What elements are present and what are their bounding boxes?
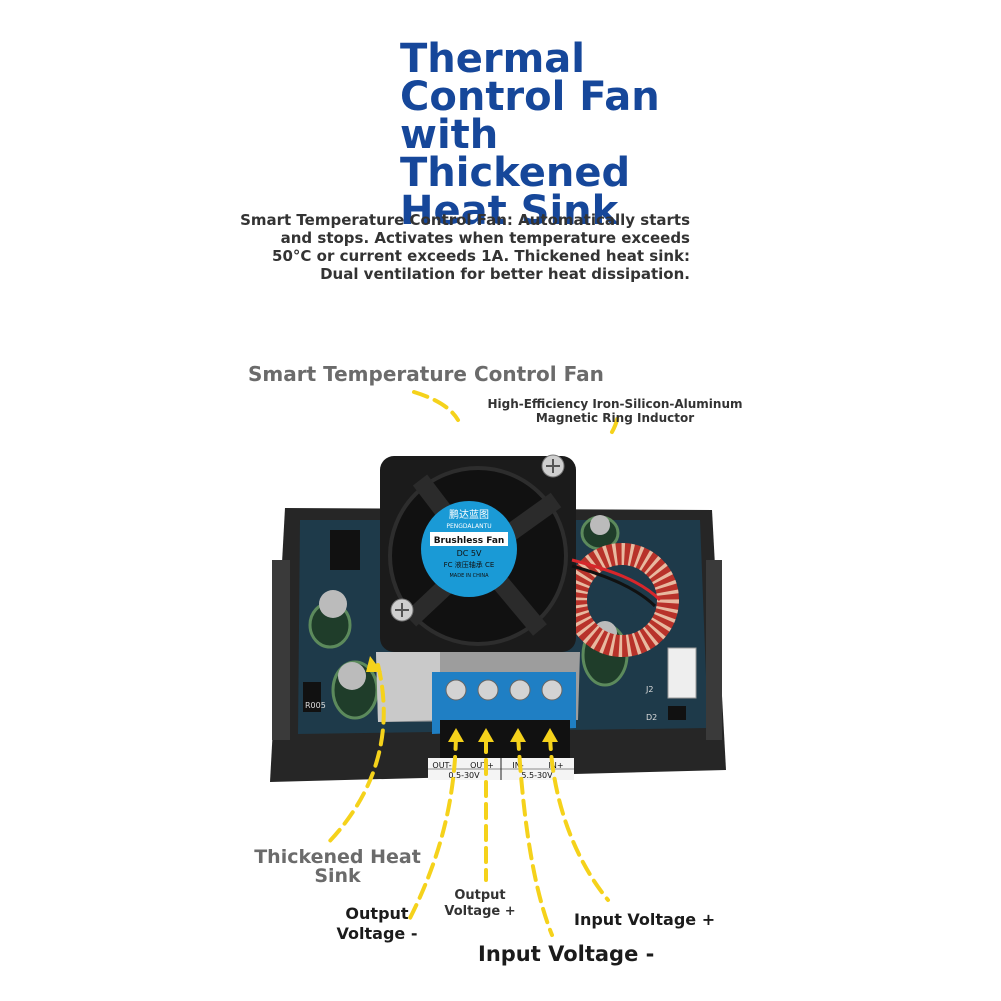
pcb-components: R005 D5 J2 D2 — [303, 515, 697, 722]
inductor-leader — [610, 410, 620, 434]
inductor-callout-label: High-Efficiency Iron-Silicon-Aluminum Ma… — [487, 397, 743, 425]
j2-marking: J2 — [645, 685, 653, 694]
fan-brand: PENGDALANTU — [446, 523, 491, 530]
output-minus-callout-label: Output Voltage - — [336, 904, 418, 943]
cooling-fan: 鹏达蓝图 PENGDALANTU Brushless Fan DC 5V FC … — [380, 454, 662, 652]
fan-origin: MADE IN CHINA — [449, 573, 489, 579]
fan-cert: FC 液压轴承 CE — [444, 560, 495, 569]
input-minus-leader — [516, 733, 554, 937]
fan-brand-cn: 鹏达蓝图 — [449, 508, 489, 521]
output-minus-leader — [406, 733, 458, 924]
input-plus-callout-label: Input Voltage + — [574, 910, 716, 929]
fan-leader — [412, 390, 460, 422]
input-plus-leader — [548, 733, 610, 902]
terminal-in-minus: IN- — [512, 761, 523, 770]
arrow-heads — [366, 656, 558, 742]
terminal-in-plus: IN+ — [548, 761, 563, 770]
fan-model: Brushless Fan — [434, 536, 505, 546]
output-plus-callout-label: Output Voltage + — [444, 888, 516, 919]
feature-description: Smart Temperature Control Fan: Automatic… — [240, 211, 690, 283]
fan-callout-label: Smart Temperature Control Fan — [248, 362, 604, 386]
output-range: 0.5-30V — [448, 771, 480, 780]
terminal-block: OUT- OUT+ IN- IN+ 0.5-30V 5.5-30V — [428, 672, 576, 780]
d2-marking: D2 — [646, 713, 657, 722]
input-range: 5.5-30V — [521, 771, 553, 780]
terminal-out-plus: OUT+ — [470, 761, 494, 770]
resistor-marking: R005 — [305, 701, 326, 710]
terminal-out-minus: OUT- — [432, 761, 451, 770]
input-minus-callout-label: Input Voltage - — [478, 942, 655, 966]
heat-sink-callout-label: Thickened Heat Sink — [254, 846, 421, 887]
fan-rating: DC 5V — [457, 549, 482, 558]
heat-sink-leader — [324, 663, 386, 847]
page-title: Thermal Control Fan with Thickened Heat … — [400, 36, 660, 234]
callout-arrows — [324, 390, 620, 937]
